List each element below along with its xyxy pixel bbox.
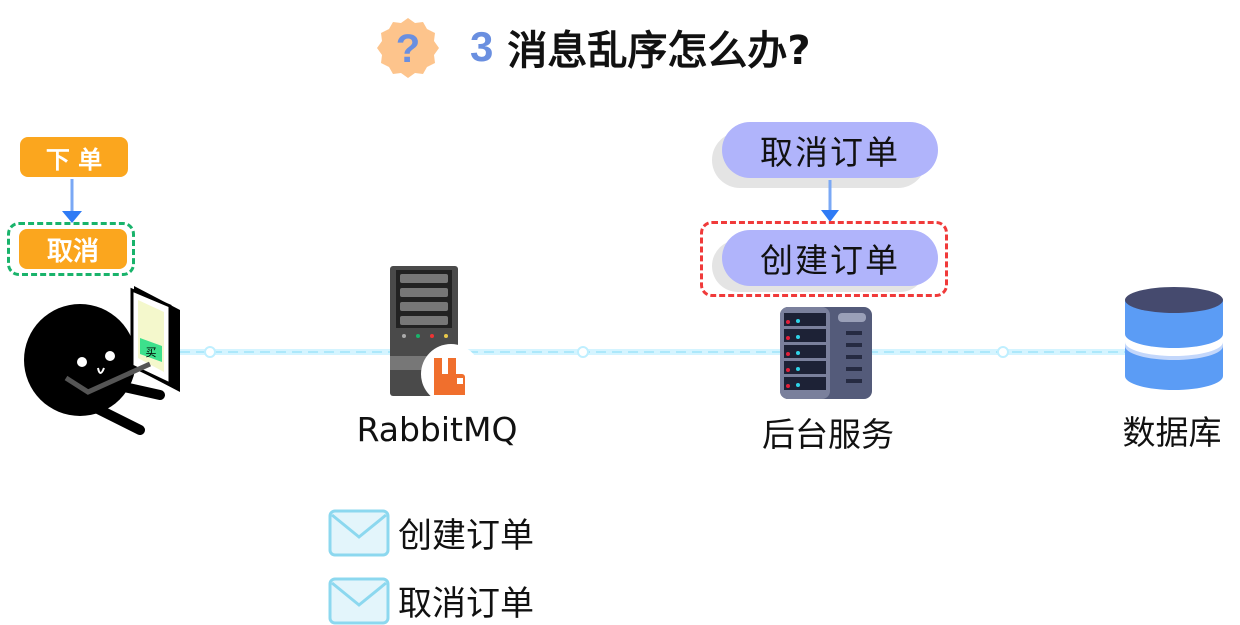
line-node [577,346,589,358]
highlight-box-red [700,221,948,297]
connection-line [180,346,1125,358]
user-illustration: 买 [24,286,180,435]
title-text: 消息乱序怎么办? [507,28,811,74]
message-label: 取消订单 [398,584,534,624]
backend-label: 后台服务 [762,415,894,454]
database-label: 数据库 [1122,413,1222,452]
message-item: 取消订单 [328,576,534,625]
queue-item-cancel-order: 取消订单 [722,122,938,178]
question-badge-icon: ? [376,16,440,80]
title-number: 3 [470,23,494,70]
highlight-box-green [7,222,135,276]
envelope-icon [328,509,390,556]
arrow-down-icon [62,179,82,223]
database-icon [1125,287,1223,390]
envelope-icon [328,577,390,624]
rabbitmq-server-icon [390,266,481,400]
rabbitmq-label: RabbitMQ [356,410,518,449]
backend-server-icon [780,307,872,399]
message-item: 创建订单 [328,508,534,557]
line-node [204,346,216,358]
buy-button-label: 买 [146,346,157,359]
step-place-order: 下 单 [20,137,128,177]
svg-text:?: ? [396,27,420,71]
message-label: 创建订单 [398,516,534,556]
page-title: 3 消息乱序怎么办? [470,18,811,76]
step-cancel: 取消 [19,229,127,269]
arrow-down-icon [821,180,839,222]
line-node [997,346,1009,358]
queue-item-create-order: 创建订单 [722,230,938,286]
